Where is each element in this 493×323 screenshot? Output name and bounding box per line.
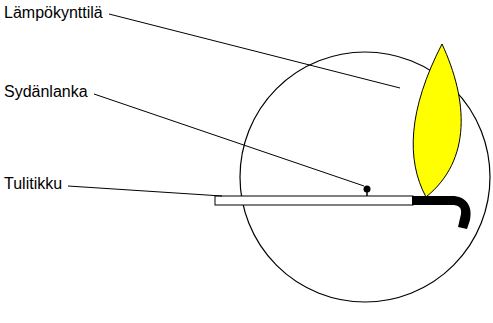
flame [413, 44, 461, 197]
wick-stem [366, 189, 368, 196]
leader-line [109, 14, 400, 88]
part-label: Lämpökynttilä [4, 4, 103, 22]
part-label: Sydänlanka [4, 83, 88, 101]
leader-line [68, 186, 222, 196]
match-stick [215, 196, 413, 205]
leader-line [94, 94, 364, 186]
part-label: Tulitikku [4, 175, 62, 193]
burnt-match-head [412, 196, 471, 229]
